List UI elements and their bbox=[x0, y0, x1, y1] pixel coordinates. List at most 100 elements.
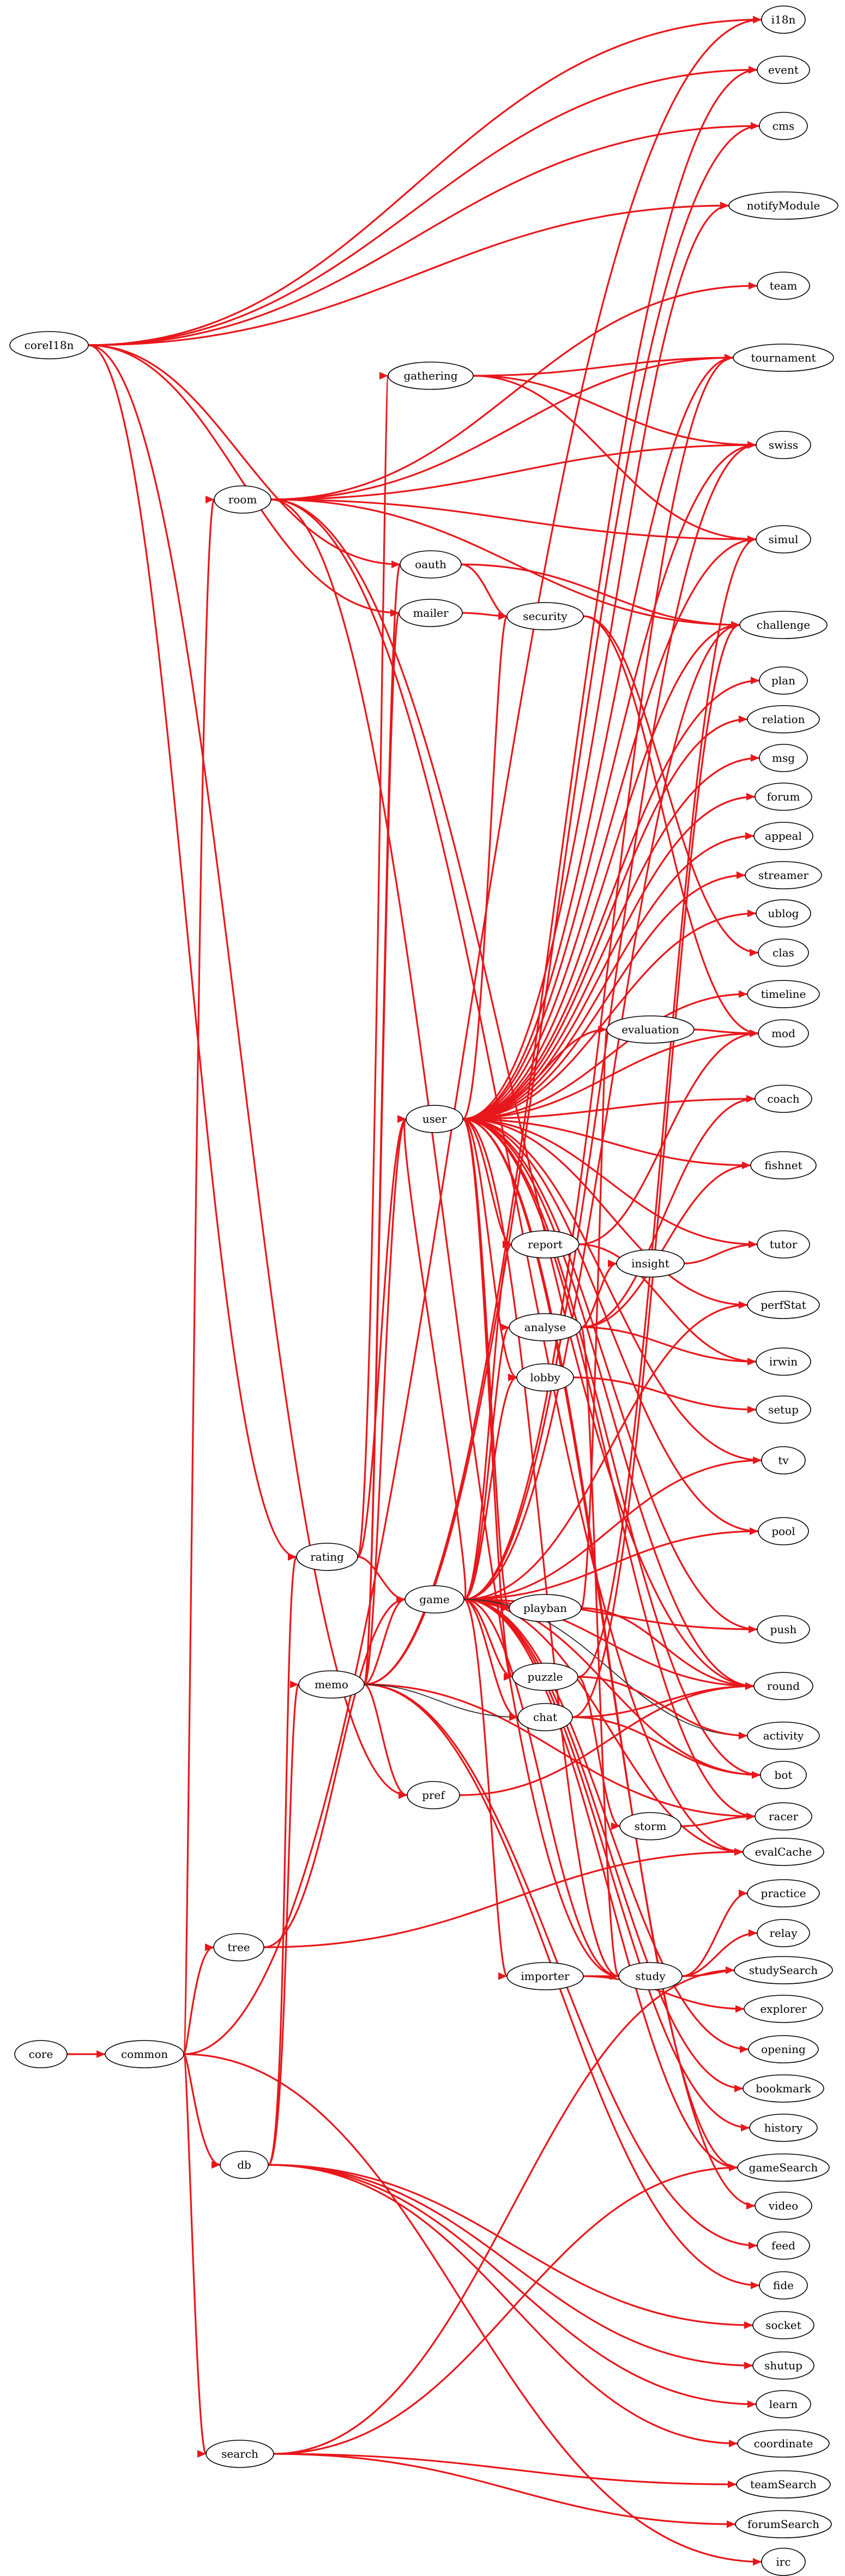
edge-room-to-study bbox=[270, 498, 619, 1977]
node-tree: tree bbox=[213, 1933, 264, 1961]
arrowhead-user-to-streamer bbox=[737, 871, 745, 879]
node-perfStat: perfStat bbox=[747, 1291, 820, 1319]
node-bot-label: bot bbox=[775, 1768, 793, 1781]
edge-game-to-bookmark bbox=[463, 1598, 744, 2090]
node-activity: activity bbox=[747, 1722, 820, 1750]
edge-db-to-learn bbox=[268, 2164, 757, 2405]
arrowhead-puzzle-to-activity bbox=[739, 1732, 747, 1740]
node-gameSearch: gameSearch bbox=[737, 2153, 830, 2182]
node-insight: insight bbox=[616, 1249, 685, 1278]
edge-user-to-push bbox=[462, 1118, 758, 1630]
edge-user-to-video bbox=[462, 1118, 756, 2207]
node-core: core bbox=[14, 2040, 68, 2068]
edge-game-to-study bbox=[463, 1598, 619, 1977]
node-relation-label: relation bbox=[762, 713, 805, 726]
node-db-label: db bbox=[237, 2158, 251, 2171]
node-cms-label: cms bbox=[772, 119, 794, 133]
node-opening-ellipse bbox=[748, 2035, 819, 2063]
edge-game-to-user bbox=[403, 1118, 467, 1600]
node-studySearch-label: studySearch bbox=[749, 1964, 818, 1977]
edge-common-to-i18n bbox=[183, 19, 762, 2055]
arrowhead-user-to-notifyModule bbox=[720, 202, 729, 209]
node-insight-ellipse bbox=[616, 1249, 685, 1278]
edge-analyse-to-coach bbox=[581, 1098, 756, 1328]
node-practice-label: practice bbox=[761, 1887, 806, 1900]
node-opening-label: opening bbox=[761, 2043, 806, 2056]
edge-memo-to-pref bbox=[364, 1683, 408, 1796]
edge-user-to-tv bbox=[462, 1118, 762, 1461]
node-racer: racer bbox=[755, 1802, 812, 1831]
node-playban: playban bbox=[509, 1594, 582, 1622]
edge-security-to-mod bbox=[583, 615, 759, 1034]
node-evalCache: evalCache bbox=[743, 1838, 824, 1866]
node-coordinate-label: coordinate bbox=[754, 2437, 813, 2450]
arrowhead-analyse-to-insight bbox=[608, 1260, 617, 1267]
node-shutup-ellipse bbox=[752, 2351, 814, 2380]
node-simul: simul bbox=[756, 525, 811, 553]
node-video-ellipse bbox=[755, 2192, 812, 2220]
node-evaluation-label: evaluation bbox=[621, 1023, 679, 1036]
arrowhead-db-to-learn bbox=[747, 2400, 756, 2408]
node-activity-ellipse bbox=[747, 1722, 820, 1750]
node-report-label: report bbox=[528, 1238, 563, 1251]
node-challenge-label: challenge bbox=[757, 618, 810, 631]
edge-game-to-analyse bbox=[463, 1326, 510, 1600]
edge-layer bbox=[67, 16, 762, 2566]
edge-common-to-room bbox=[183, 498, 215, 2055]
node-playban-label: playban bbox=[523, 1602, 567, 1615]
node-common-label: common bbox=[121, 2048, 168, 2061]
node-team-ellipse bbox=[757, 272, 810, 300]
node-coordinate-ellipse bbox=[737, 2429, 830, 2458]
node-notifyModule: notifyModule bbox=[728, 191, 838, 220]
arrowhead-memo-to-game bbox=[396, 1596, 405, 1603]
node-tv: tv bbox=[761, 1446, 806, 1474]
arrowhead-search-to-teamSearch bbox=[728, 2481, 737, 2488]
arrowhead-study-to-studySearch bbox=[726, 1966, 734, 1974]
node-db-ellipse bbox=[220, 2151, 269, 2179]
edge-room-to-swiss bbox=[270, 444, 757, 501]
node-core-ellipse bbox=[14, 2040, 68, 2068]
node-irwin-ellipse bbox=[756, 1347, 811, 1376]
arrowhead-game-to-evalCache bbox=[734, 1848, 743, 1856]
arrowhead-common-to-tree bbox=[205, 1943, 214, 1951]
node-security-ellipse bbox=[506, 602, 584, 630]
node-i18n-label: i18n bbox=[771, 13, 796, 26]
node-swiss-ellipse bbox=[756, 431, 811, 459]
node-study-label: study bbox=[635, 1970, 666, 1983]
edge-db-to-coordinate bbox=[268, 2164, 738, 2445]
edge-lobby-to-setup bbox=[573, 1376, 757, 1411]
node-puzzle: puzzle bbox=[512, 1663, 578, 1691]
edge-user-to-bot bbox=[462, 1118, 761, 1776]
node-room-ellipse bbox=[214, 485, 271, 514]
node-push-label: push bbox=[770, 1623, 797, 1636]
node-coreI18n-label: coreI18n bbox=[25, 339, 74, 352]
edge-game-to-swiss bbox=[463, 444, 757, 1600]
arrowhead-user-to-timeline bbox=[739, 990, 747, 998]
arrowhead-db-to-coordinate bbox=[729, 2440, 738, 2447]
node-core-label: core bbox=[29, 2048, 53, 2061]
node-report-ellipse bbox=[511, 1230, 580, 1259]
node-tournament-label: tournament bbox=[751, 351, 816, 364]
node-clas: clas bbox=[758, 938, 809, 967]
node-user: user bbox=[406, 1105, 463, 1133]
arrowhead-user-to-relation bbox=[739, 715, 747, 723]
arrowhead-game-to-push bbox=[749, 1626, 757, 1633]
node-coreI18n-ellipse bbox=[9, 331, 89, 359]
node-mailer-label: mailer bbox=[413, 606, 449, 619]
node-db: db bbox=[220, 2151, 269, 2179]
arrowhead-analyse-to-fishnet bbox=[742, 1161, 751, 1169]
node-feed-ellipse bbox=[757, 2231, 810, 2260]
edge-db-to-memo bbox=[267, 1683, 300, 2166]
node-setup-label: setup bbox=[768, 1403, 799, 1416]
edge-common-to-irc bbox=[183, 2053, 762, 2563]
node-evaluation-ellipse bbox=[606, 1015, 695, 1044]
arrowhead-common-to-i18n bbox=[753, 16, 762, 23]
arrowhead-room-to-team bbox=[749, 282, 757, 290]
edge-user-to-study bbox=[462, 1118, 619, 1977]
node-timeline-ellipse bbox=[747, 980, 820, 1008]
edge-user-to-challenge bbox=[462, 624, 740, 1120]
edge-room-to-challenge bbox=[270, 498, 740, 626]
edge-memo-to-chat bbox=[364, 1684, 518, 1718]
arrowhead-user-to-video bbox=[746, 2202, 755, 2210]
